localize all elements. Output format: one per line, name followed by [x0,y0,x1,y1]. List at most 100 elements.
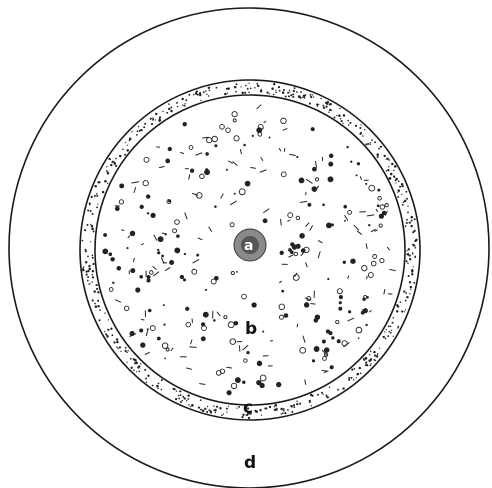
interior-granule [157,251,160,254]
band-stipple-dot [208,87,210,89]
interior-granule [345,216,348,221]
band-stipple-dot [92,299,94,301]
band-stipple-dot [187,394,189,396]
band-stipple-dot [202,409,204,411]
band-stipple-dot [82,240,84,242]
interior-granule [122,230,124,231]
band-stipple-dot [110,164,112,166]
band-stipple-dot [390,326,392,328]
band-stipple-dot [236,83,238,85]
interior-granule [362,297,365,300]
interior-granule [234,136,239,141]
band-stipple-dot [296,91,298,93]
band-stipple-dot [318,104,319,105]
band-stipple-dot [223,413,224,414]
band-stipple-dot [401,310,403,312]
band-stipple-dot [260,90,263,93]
interior-granule [171,348,173,351]
interior-granule [354,225,359,230]
band-stipple-dot [155,113,157,115]
interior-granule [185,307,189,311]
interior-granule [196,254,199,257]
interior-granule [281,290,284,293]
band-stipple-dot [302,97,303,98]
interior-granule [158,236,164,242]
interior-granule [366,244,367,249]
interior-granule [232,112,237,117]
band-stipple-dot [166,112,168,114]
band-stipple-dot [304,95,305,96]
interior-granule [141,319,144,320]
band-stipple-dot [255,410,258,413]
band-stipple-dot [113,341,115,343]
interior-granule [318,241,322,243]
band-stipple-dot [106,336,108,338]
band-stipple-dot [347,120,349,122]
band-stipple-dot [283,408,285,410]
interior-granule [385,203,388,206]
band-stipple-dot [380,146,382,148]
interior-granule [165,159,170,164]
band-stipple-dot [273,83,275,85]
interior-granule [124,306,129,311]
band-stipple-dot [411,220,413,222]
interior-granule [190,169,194,173]
band-stipple-dot [405,292,407,294]
interior-granule [329,154,334,159]
band-stipple-dot [200,100,201,101]
interior-granule [300,347,306,353]
band-stipple-dot [115,165,117,167]
band-stipple-dot [170,106,172,108]
band-stipple-dot [365,143,367,145]
interior-granule [130,268,135,273]
interior-granule [276,382,281,387]
band-stipple-dot [386,329,387,330]
band-stipple-dot [393,336,394,337]
interior-granule [236,271,238,273]
band-stipple-dot [292,96,294,98]
interior-granule [377,189,380,192]
interior-granule [145,352,149,354]
interior-granule [200,384,205,385]
interior-granule [207,138,212,143]
interior-granule [190,347,196,348]
interior-granule [343,205,347,209]
band-stipple-dot [264,407,266,409]
band-stipple-dot [370,363,371,364]
interior-granule [348,318,354,321]
band-stipple-dot [207,406,208,407]
band-stipple-dot [341,120,343,122]
interior-granule [284,313,289,318]
interior-granule [140,205,144,209]
interior-granule [164,358,166,360]
band-stipple-dot [145,378,147,380]
band-stipple-dot [413,230,415,232]
band-stipple-dot [398,180,400,182]
interior-granule [306,263,307,267]
band-stipple-dot [125,142,126,143]
band-stipple-dot [206,411,208,413]
band-stipple-dot [282,92,283,93]
interior-granule [191,340,192,344]
band-stipple-dot [216,406,218,408]
interior-granule [380,258,384,262]
interior-granule [119,200,123,204]
band-stipple-dot [193,94,195,96]
band-stipple-dot [261,415,262,416]
band-stipple-dot [290,94,292,96]
interior-granule [252,135,254,137]
band-stipple-dot [296,400,298,402]
interior-granule [228,322,234,328]
band-stipple-dot [131,367,133,369]
band-stipple-dot [323,107,325,109]
band-stipple-dot [87,256,89,258]
band-stipple-dot [200,409,202,411]
interior-granule [281,118,287,124]
interior-granule [226,169,228,171]
interior-granule [257,105,261,109]
interior-granule [261,158,263,161]
band-stipple-dot [396,310,398,312]
band-stipple-dot [126,351,128,353]
band-stipple-dot [309,103,311,105]
